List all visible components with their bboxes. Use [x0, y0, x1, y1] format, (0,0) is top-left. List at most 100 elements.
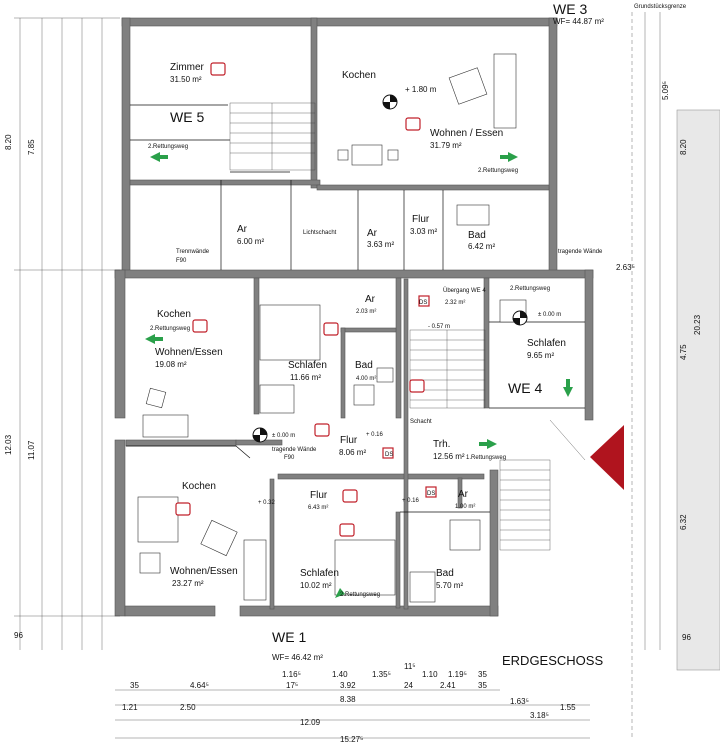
- room-flur-top-area: 3.03 m²: [410, 227, 437, 236]
- room-bad-mid-name: Bad: [355, 360, 373, 371]
- dim-right-6: 96: [682, 633, 691, 642]
- room-schlafen-right-area: 9.65 m²: [527, 351, 554, 360]
- room-wohnen-top-name: Wohnen / Essen: [430, 128, 503, 139]
- dim-bottom-q: 8.38: [340, 695, 356, 704]
- schacht-label: Schacht: [410, 419, 432, 425]
- we4-label: WE 4: [508, 380, 542, 396]
- room-wohnen-low-area: 23.27 m²: [172, 579, 204, 588]
- room-schlafen-low-area: 10.02 m²: [300, 581, 332, 590]
- plot-boundary-label: Grundstücksgrenze: [634, 4, 687, 10]
- dim-bottom-p: 2.50: [180, 703, 196, 712]
- escape-label-mid: 2.Rettungsweg: [150, 326, 190, 332]
- room-ar-small-name: Ar: [365, 294, 376, 305]
- room-flur-low-area: 6.43 m²: [308, 505, 328, 511]
- escape-label-low: 2.Rettungsweg: [340, 592, 380, 598]
- room-ar-left-name: Ar: [237, 224, 248, 235]
- room-wohnen-mid-name: Wohnen/Essen: [155, 347, 223, 358]
- room-ar-mid-area: 3.63 m²: [367, 240, 394, 249]
- level-plus-low: + 0.32: [258, 500, 276, 506]
- room-bad-top-name: Bad: [468, 230, 486, 241]
- room-flur-mid-area: 8.06 m²: [339, 448, 366, 457]
- dim-bottom-o: 1.21: [122, 703, 138, 712]
- level-mid: ± 0.00 m: [272, 433, 295, 439]
- entrance-marker: [590, 425, 624, 490]
- uebergang-name: Übergang WE 4: [443, 287, 486, 294]
- staircase-top: [229, 102, 316, 171]
- uebergang-area: 2.32 m²: [445, 300, 465, 306]
- dim-bottom-h: 1.19⁵: [448, 670, 467, 679]
- room-flur-mid-name: Flur: [340, 435, 358, 446]
- room-flur-low-name: Flur: [310, 490, 328, 501]
- level-top: + 1.80 m: [405, 85, 437, 94]
- f90-mid: F90: [284, 455, 295, 461]
- dim-left-5: 11.07: [27, 440, 36, 460]
- staircase-middle: [409, 329, 486, 409]
- dim-right-7: 2.63⁵: [616, 263, 635, 272]
- dim-bottom-n: 35: [478, 681, 487, 690]
- level-markers: [252, 94, 528, 443]
- room-bad-mid-area: 4.00 m²: [356, 376, 376, 382]
- f90-top: F90: [176, 258, 187, 264]
- level-plus-low-right: + 0.16: [402, 498, 420, 504]
- dim-bottom-a: 35: [130, 681, 139, 690]
- dim-left-1: 8.20: [4, 134, 13, 150]
- dim-right-5: 6.32: [679, 514, 688, 530]
- trennwaende-label: Trennwände: [176, 249, 210, 255]
- room-flur-top-name: Flur: [412, 214, 430, 225]
- escape-label-top-right: 2.Rettungsweg: [478, 168, 518, 174]
- room-ar-left-area: 6.00 m²: [237, 237, 264, 246]
- room-kochen-low-name: Kochen: [182, 481, 216, 492]
- dim-left-4: 7.85: [27, 139, 36, 155]
- floor-title: ERDGESCHOSS: [502, 653, 603, 668]
- dim-bottom-d: 1.40: [332, 670, 348, 679]
- dim-left-2: 12.03: [4, 434, 13, 455]
- dim-bottom-g: 1.10: [422, 670, 438, 679]
- bottom-dimension-chains: [115, 689, 590, 739]
- room-trh-area: 12.56 m²: [433, 452, 465, 461]
- room-schlafen-low-name: Schlafen: [300, 568, 339, 579]
- room-wohnen-low-name: Wohnen/Essen: [170, 566, 238, 577]
- room-bad-top-area: 6.42 m²: [468, 242, 495, 251]
- we5-label: WE 5: [170, 109, 204, 125]
- interior-lines: [126, 104, 585, 513]
- room-kochen-top-name: Kochen: [342, 70, 376, 81]
- level-minus: - 0.57 m: [428, 324, 450, 330]
- dim-bottom-u: 12.09: [300, 718, 321, 727]
- dim-bottom-r: 1.63⁵: [510, 697, 529, 706]
- entrance-stairs: [499, 419, 586, 551]
- we1-area: WF= 46.42 m²: [272, 653, 323, 662]
- room-wohnen-mid-area: 19.08 m²: [155, 360, 187, 369]
- room-ar-mid-name: Ar: [367, 228, 378, 239]
- dim-bottom-i: 35: [478, 670, 487, 679]
- room-bad-low-name: Bad: [436, 568, 454, 579]
- right-boundary: [631, 12, 720, 740]
- left-dimension-chains: [14, 17, 120, 650]
- room-kochen-mid-name: Kochen: [157, 309, 191, 320]
- tragende-waende-mid: tragende Wände: [272, 447, 317, 453]
- furniture: [137, 53, 527, 603]
- dim-right-3: 20.23: [693, 314, 702, 335]
- room-bad-low-area: 5.70 m²: [436, 581, 463, 590]
- dim-bottom-b: 4.64⁵: [190, 681, 209, 690]
- room-ar-low-area: 1.00 m²: [455, 504, 475, 510]
- dim-bottom-m: 2.41: [440, 681, 456, 690]
- level-right: ± 0.00 m: [538, 312, 561, 318]
- room-trh-name: Trh.: [433, 439, 450, 450]
- room-ar-small-area: 2.03 m²: [356, 309, 376, 315]
- dim-bottom-l: 24: [404, 681, 413, 690]
- room-schlafen-right-name: Schlafen: [527, 338, 566, 349]
- room-zimmer-area: 31.50 m²: [170, 75, 202, 84]
- dim-left-3: 96: [14, 631, 23, 640]
- escape-label-main: 1.Rettungsweg: [466, 455, 506, 461]
- ds-label-mid: DS: [385, 452, 393, 458]
- ds-label-top: DS: [419, 300, 427, 306]
- smoke-detectors: [175, 62, 437, 537]
- room-wohnen-top-area: 31.79 m²: [430, 141, 462, 150]
- room-schlafen-mid-area: 11.66 m²: [290, 373, 321, 382]
- we1-label: WE 1: [272, 629, 306, 645]
- unit-top-name: WE 3: [553, 1, 587, 17]
- escape-label-top-left: 2.Rettungsweg: [148, 144, 188, 150]
- dim-bottom-v: 15.27⁵: [340, 735, 363, 744]
- dim-bottom-f: 11⁵: [404, 662, 416, 671]
